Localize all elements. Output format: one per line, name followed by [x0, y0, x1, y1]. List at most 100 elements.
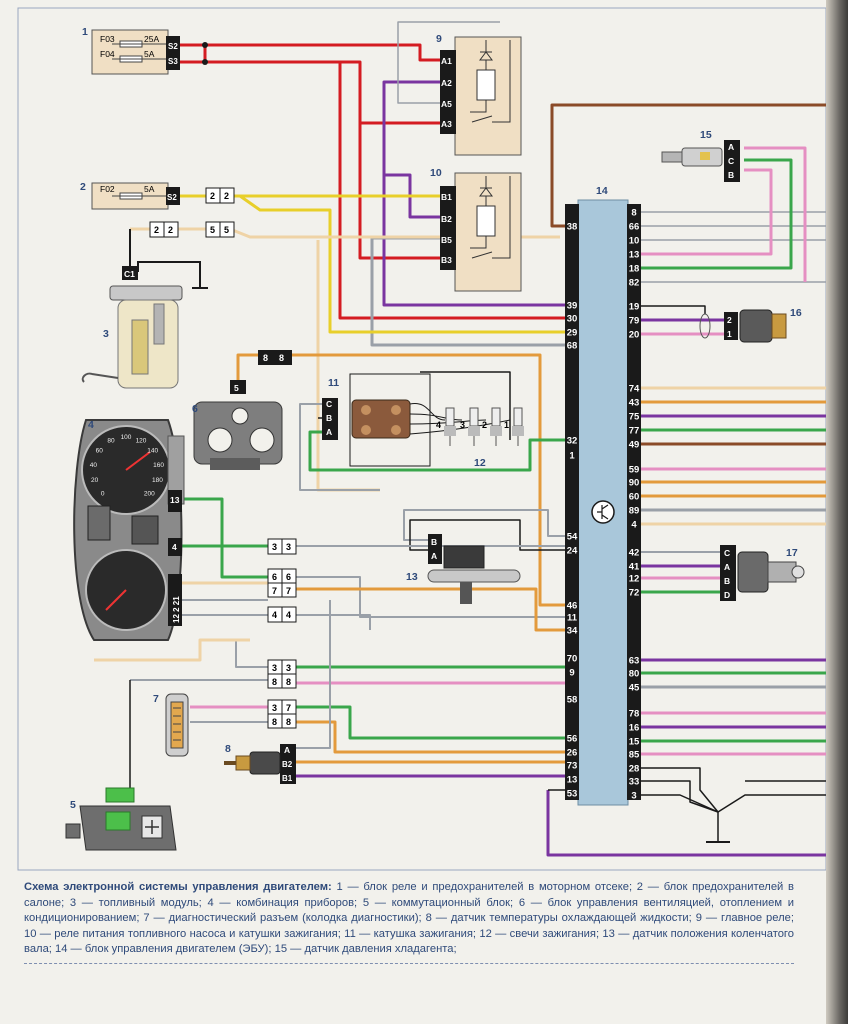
svg-text:2: 2 — [168, 225, 173, 235]
caption-divider — [24, 963, 794, 964]
speed-scale-0: 0 — [101, 490, 105, 497]
ecu-right-pin-13: 13 — [629, 250, 640, 261]
speed-scale-120: 120 — [136, 438, 147, 445]
pump-relay-10: B1 B2 B5 B3 — [440, 172, 522, 292]
ecu-left-pin-34: 34 — [567, 626, 578, 637]
svg-text:C: C — [326, 399, 332, 409]
ecu-right-pin-90: 90 — [629, 478, 640, 489]
ecu-left-pin-30: 30 — [567, 314, 578, 325]
svg-text:A: A — [326, 427, 332, 437]
ecu-right-pin-60: 60 — [629, 492, 640, 503]
svg-text:B2: B2 — [282, 760, 293, 769]
ecu-right-pin-85: 85 — [629, 750, 640, 761]
svg-text:B: B — [724, 576, 730, 586]
svg-text:8: 8 — [263, 353, 268, 363]
pin-s2-b: S2 — [167, 193, 177, 202]
spark-plug-4: 4 — [436, 407, 456, 446]
svg-text:1: 1 — [504, 420, 509, 430]
svg-text:2: 2 — [224, 191, 229, 201]
ecu-right-pin-19: 19 — [629, 302, 640, 313]
ecu-right-pin-59: 59 — [629, 465, 640, 476]
diagram-caption: Схема электронной системы управления дви… — [24, 880, 794, 958]
ecu-left-pin-13: 13 — [567, 775, 578, 786]
ecu-right-pin-49: 49 — [629, 440, 640, 451]
label-9: 9 — [436, 33, 442, 45]
svg-text:3: 3 — [272, 663, 277, 673]
fuse-f02-label: F02 — [100, 184, 115, 194]
ecu-right-pin-75: 75 — [629, 412, 640, 423]
svg-text:A: A — [724, 562, 730, 572]
ecu-left-pin-38: 38 — [567, 222, 578, 233]
speed-scale-80: 80 — [107, 438, 115, 445]
svg-text:6: 6 — [272, 572, 277, 582]
ecu-right-pin-4: 4 — [631, 520, 637, 531]
caption-title: Схема электронной системы управления дви… — [24, 881, 332, 893]
ecu-right-pin-18: 18 — [629, 264, 640, 275]
module6-pin: 5 — [234, 383, 239, 393]
label-15: 15 — [700, 129, 712, 141]
svg-text:6: 6 — [286, 572, 291, 582]
svg-text:3: 3 — [460, 420, 465, 430]
ecu-left-pin-73: 73 — [567, 761, 578, 772]
pin-s3: S3 — [168, 57, 178, 66]
ecu-right-pin-16: 16 — [629, 723, 640, 734]
speed-scale-20: 20 — [91, 477, 99, 484]
ecu-right-pin-15: 15 — [629, 737, 640, 748]
svg-text:C: C — [724, 548, 730, 558]
ecu-right-pin-41: 41 — [629, 562, 640, 573]
ecu-right-pin-82: 82 — [629, 278, 640, 289]
cluster-pin-4: 4 — [172, 542, 177, 552]
svg-text:4: 4 — [436, 420, 441, 430]
ecu-right-pin-72: 72 — [629, 588, 640, 599]
fuel-module-3: C1 — [81, 261, 208, 389]
ecu-left-pin-26: 26 — [567, 748, 578, 759]
svg-text:A: A — [728, 142, 734, 152]
fuse-f02-rating: 5A — [144, 184, 155, 194]
svg-text:C: C — [728, 156, 734, 166]
svg-text:7: 7 — [272, 586, 277, 596]
ecu-right-pin-79: 79 — [629, 316, 640, 327]
main-relay-9: A1 A2 A5 A3 — [440, 36, 522, 156]
svg-text:3: 3 — [272, 542, 277, 552]
ecu-left-pin-1: 1 — [569, 451, 575, 462]
ecu-left-pin-39: 39 — [567, 301, 578, 312]
svg-text:4: 4 — [286, 610, 291, 620]
ecu-right-pin-12: 12 — [629, 574, 640, 585]
ecu-right-pin-74: 74 — [629, 384, 640, 395]
speed-scale-100: 100 — [121, 434, 132, 441]
ecu-right-pin-89: 89 — [629, 506, 640, 517]
svg-text:2: 2 — [154, 225, 159, 235]
svg-text:7: 7 — [286, 586, 291, 596]
relay10-pin-b2: B2 — [441, 214, 452, 224]
fuse-f03-label: F03 — [100, 34, 115, 44]
page-edge-shadow — [826, 0, 848, 1024]
ecu-left-pin-32: 32 — [567, 436, 578, 447]
idle-actuator-17: C A B D — [720, 545, 805, 601]
ecu-right-pin-45: 45 — [629, 683, 640, 694]
speed-scale-60: 60 — [96, 448, 104, 455]
label-16: 16 — [790, 307, 802, 319]
spark-plug-2: 2 — [482, 407, 502, 446]
spark-plugs-12: 4 3 2 1 — [436, 407, 524, 446]
ecu-left-pin-24: 24 — [567, 546, 578, 557]
ecu-right-pin-10: 10 — [629, 236, 640, 247]
ecu-right-pin-3: 3 — [631, 791, 636, 802]
svg-text:8: 8 — [286, 717, 291, 727]
ventilation-control-6: 5 — [193, 380, 283, 470]
svg-text:7: 7 — [286, 703, 291, 713]
label-5: 5 — [70, 799, 76, 811]
svg-text:2: 2 — [482, 420, 487, 430]
label-4: 4 — [88, 419, 94, 431]
ecu-left-pin-11: 11 — [567, 613, 578, 624]
ecu-right-pin-43: 43 — [629, 398, 640, 409]
speed-scale-180: 180 — [152, 477, 163, 484]
svg-text:8: 8 — [279, 353, 284, 363]
ecu-right-pin-33: 33 — [629, 777, 640, 788]
